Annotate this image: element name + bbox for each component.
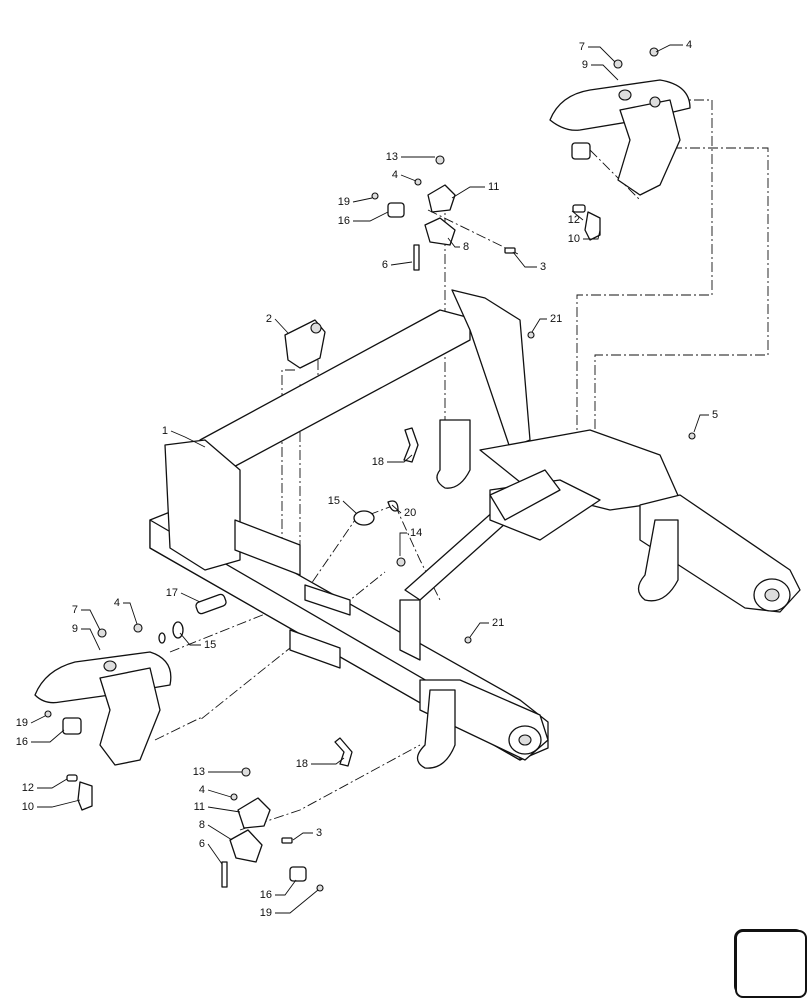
- callout-label-c-3-lower: 3: [316, 827, 322, 839]
- callout-label-c-12-lower: 12: [22, 782, 34, 794]
- callout-leader-c-15-upper: [342, 500, 357, 514]
- upper-pivot-assembly: [371, 155, 516, 271]
- callout-leader-c-4-bottom: [207, 789, 232, 798]
- callout-label-c-10-lower: 10: [22, 801, 34, 813]
- callout-leader-c-4-lower: [123, 602, 138, 625]
- main-frame: [149, 289, 801, 769]
- callout-label-c-13-lower: 13: [193, 766, 205, 778]
- callout-leader-c-16-lower: [31, 729, 65, 743]
- callout-leader-c-19-lower: [30, 715, 46, 724]
- callout-leader-c-21-lower: [469, 622, 489, 638]
- callout-leader-c-18-upper: [387, 454, 413, 463]
- callout-leader-c-5: [693, 414, 709, 433]
- callout-leader-c-8-upper: [447, 237, 460, 248]
- callout-label-c-6-upper: 6: [382, 259, 388, 271]
- callout-label-c-16-bottom: 16: [260, 889, 272, 901]
- callout-leader-c-10-top: [583, 229, 601, 240]
- callout-leader-c-1: [170, 430, 206, 448]
- callout-label-c-21-upper: 21: [550, 313, 562, 325]
- bracket-item-2: [284, 319, 326, 369]
- callout-leader-c-8-lower: [207, 824, 233, 841]
- callout-label-c-8-lower: 8: [199, 819, 205, 831]
- callout-label-c-5: 5: [712, 409, 718, 421]
- callout-leader-c-4-upper: [400, 174, 417, 182]
- callout-leader-c-9-top: [591, 64, 619, 81]
- callout-label-c-2: 2: [266, 313, 272, 325]
- callout-label-c-10-top: 10: [568, 233, 580, 245]
- callout-leader-c-4-top: [655, 44, 683, 53]
- callout-label-c-8-upper: 8: [463, 241, 469, 253]
- callout-leader-c-18-lower: [311, 757, 345, 765]
- callout-label-c-4-bottom: 4: [199, 784, 205, 796]
- callout-leader-c-19-bottom: [275, 889, 319, 914]
- callout-leader-c-11-lower: [207, 806, 241, 813]
- callout-label-c-9-lower: 9: [72, 623, 78, 635]
- callout-label-c-17: 17: [166, 587, 178, 599]
- callout-label-c-6-lower: 6: [199, 838, 205, 850]
- callout-label-c-18-upper: 18: [372, 456, 384, 468]
- callout-leader-c-10-lower: [37, 799, 81, 808]
- callout-leader-c-9-lower: [81, 628, 101, 651]
- callout-label-c-3-upper: 3: [540, 261, 546, 273]
- callout-leader-c-12-lower: [37, 778, 68, 789]
- callout-leader-c-7-lower: [81, 609, 101, 631]
- callout-leader-c-19-upper: [352, 197, 373, 203]
- callout-label-c-1: 1: [162, 425, 168, 437]
- callout-leader-c-17: [180, 592, 201, 603]
- callout-label-c-11-lower: 11: [194, 801, 205, 813]
- callout-label-c-13-top: 13: [386, 151, 398, 163]
- callout-label-c-14: 14: [410, 527, 422, 539]
- callout-label-c-4-lower: 4: [114, 597, 120, 609]
- callout-leader-c-3-upper: [512, 251, 537, 268]
- callout-label-c-7-lower: 7: [72, 604, 78, 616]
- callout-label-c-19-upper: 19: [338, 196, 350, 208]
- callout-label-c-21-lower: 21: [492, 617, 504, 629]
- callout-leader-c-6-upper: [390, 261, 413, 266]
- callout-label-c-11-upper: 11: [488, 181, 499, 193]
- lower-pivot-assembly: [221, 767, 324, 892]
- callout-label-c-16-upper: 16: [338, 215, 350, 227]
- lower-left-hinge-assembly: [34, 623, 172, 811]
- callout-label-c-15-lower: 15: [204, 639, 216, 651]
- callout-label-c-19-bottom: 19: [260, 907, 272, 919]
- callout-label-c-9-top: 9: [582, 59, 588, 71]
- callout-leader-c-3-lower: [292, 832, 313, 841]
- callout-label-c-4-upper: 4: [392, 169, 398, 181]
- callout-label-c-20: 20: [404, 507, 416, 519]
- callout-leader-c-14: [399, 532, 407, 556]
- callout-label-c-16-lower: 16: [16, 736, 28, 748]
- top-right-hinge-assembly: [549, 47, 691, 241]
- callout-leader-c-16-upper: [353, 211, 389, 222]
- callout-leader-c-7-top: [588, 46, 616, 63]
- callout-leader-c-12-top: [571, 210, 584, 221]
- callout-leader-c-20: [391, 504, 402, 514]
- previous-page-arrow-icon[interactable]: [735, 930, 807, 998]
- callout-label-c-12-top: 12: [568, 214, 580, 226]
- callout-leader-c-11-upper: [451, 186, 485, 199]
- callout-label-c-7-top: 7: [579, 41, 585, 53]
- callout-leader-c-21-upper: [531, 318, 547, 333]
- callout-label-c-15-upper: 15: [328, 495, 340, 507]
- callout-leader-c-15-lower: [179, 632, 201, 646]
- callout-label-c-4-top: 4: [686, 39, 692, 51]
- callout-leader-c-6-lower: [207, 843, 223, 865]
- callout-label-c-18-lower: 18: [296, 758, 308, 770]
- callout-label-c-19-lower: 19: [16, 717, 28, 729]
- callout-leader-c-16-bottom: [275, 879, 297, 896]
- callout-leader-c-2: [274, 318, 289, 334]
